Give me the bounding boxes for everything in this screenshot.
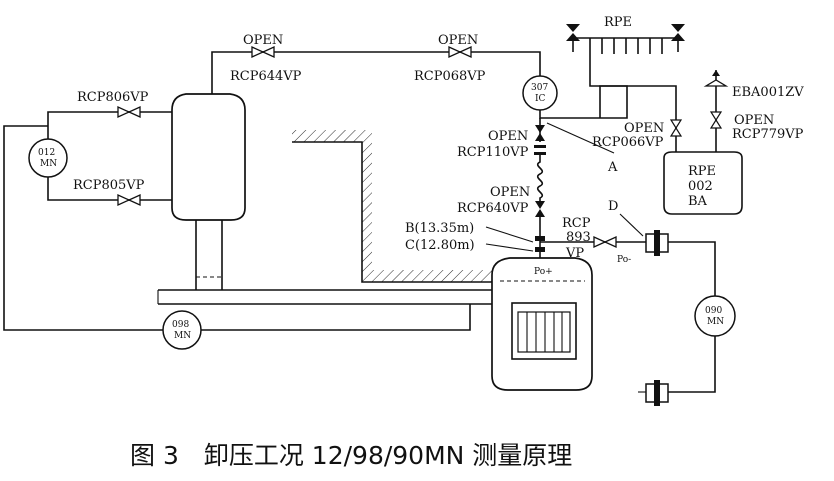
sensor-lower-core	[654, 380, 660, 406]
eba001zv-name: EBA001ZV	[732, 85, 804, 100]
rpe-left-valve[interactable]	[566, 24, 580, 41]
rpe-tank-line2: 002	[688, 179, 713, 194]
eba-bell	[703, 79, 729, 87]
rcp893vp-line3: VP	[565, 246, 584, 261]
mn098-line1: 098	[172, 320, 189, 330]
rcp110vp-state: OPEN	[488, 129, 528, 144]
rpe-right-valve[interactable]	[671, 24, 685, 41]
leader-d	[619, 213, 644, 237]
instrument-mn012	[28, 138, 68, 178]
top-line-644	[211, 51, 541, 94]
mn098-line2: MN	[174, 331, 191, 341]
rcp805vp-name: RCP805VP	[73, 178, 145, 193]
point-d-label: D	[608, 199, 618, 214]
rpe-tank-line3: BA	[688, 194, 708, 209]
po-plus-label: Po+	[534, 267, 553, 277]
eba-arrow	[712, 70, 720, 76]
figure-caption: 图 3 卸压工况 12/98/90MN 测量原理	[130, 441, 572, 470]
rcp779vp-name: RCP779VP	[732, 127, 804, 142]
rpe-tank	[663, 151, 743, 215]
rpe-tank-line1: RPE	[688, 164, 716, 179]
concrete-wall-edge	[292, 141, 492, 283]
valve-rcp068vp[interactable]	[448, 45, 472, 59]
rcp806vp-name: RCP806VP	[77, 90, 149, 105]
valve-rcp066vp[interactable]	[669, 119, 683, 137]
rcp893vp-line2: 893	[566, 230, 591, 245]
valve-rcp644vp[interactable]	[251, 45, 275, 59]
rcp110vp-name: RCP110VP	[457, 145, 529, 160]
flange-lower	[534, 152, 546, 155]
valve-rcp806vp[interactable]	[117, 105, 141, 119]
rcp644vp-state: OPEN	[243, 33, 283, 48]
rcp779vp-state: OPEN	[734, 113, 774, 128]
leader-b	[485, 226, 534, 243]
point-a-label: A	[607, 160, 618, 175]
pressurizer-vessel	[171, 93, 246, 221]
tap-b	[535, 236, 545, 241]
rcp893vp-line1: RCP	[562, 216, 591, 231]
po-minus-label: Po-	[617, 255, 631, 265]
instrument-mn090	[694, 295, 736, 337]
rcp066vp-state: OPEN	[624, 121, 664, 136]
valve-rcp893vp[interactable]	[593, 235, 617, 249]
mn012-line1: 012	[38, 148, 55, 158]
valve-rcp805vp[interactable]	[117, 193, 141, 207]
leader-c	[485, 243, 534, 252]
core-rods	[526, 312, 563, 352]
outer-loop-left	[3, 125, 471, 331]
leader-a	[546, 122, 615, 154]
rcp066vp-name: RCP066VP	[592, 135, 664, 150]
rcp640vp-state: OPEN	[490, 185, 530, 200]
mn012-line2: MN	[40, 159, 57, 169]
point-b-label: B(13.35m)	[405, 221, 474, 236]
rcp068vp-state: OPEN	[438, 33, 478, 48]
ic307-line1: 307	[531, 83, 548, 93]
point-c-label: C(12.80m)	[405, 238, 475, 253]
sensor-upper-core	[654, 230, 660, 256]
rcp640vp-name: RCP640VP	[457, 201, 529, 216]
rpe-header-label: RPE	[604, 15, 632, 30]
rpe-drops	[572, 38, 679, 54]
rcp068vp-name: RCP068VP	[414, 69, 486, 84]
rcp644vp-name: RCP644VP	[230, 69, 302, 84]
mn090-line1: 090	[705, 306, 722, 316]
flex-hose	[536, 155, 544, 202]
valve-rcp640vp[interactable]	[535, 201, 545, 217]
mn090-line2: MN	[707, 317, 724, 327]
valve-rcp779vp[interactable]	[709, 111, 723, 129]
ic307-line2: IC	[535, 94, 546, 104]
instrument-ic307	[522, 75, 558, 111]
valve-rcp110vp[interactable]	[535, 125, 545, 141]
tap-c	[535, 247, 545, 252]
instrument-mn098	[162, 310, 202, 350]
flange-upper	[534, 145, 546, 148]
